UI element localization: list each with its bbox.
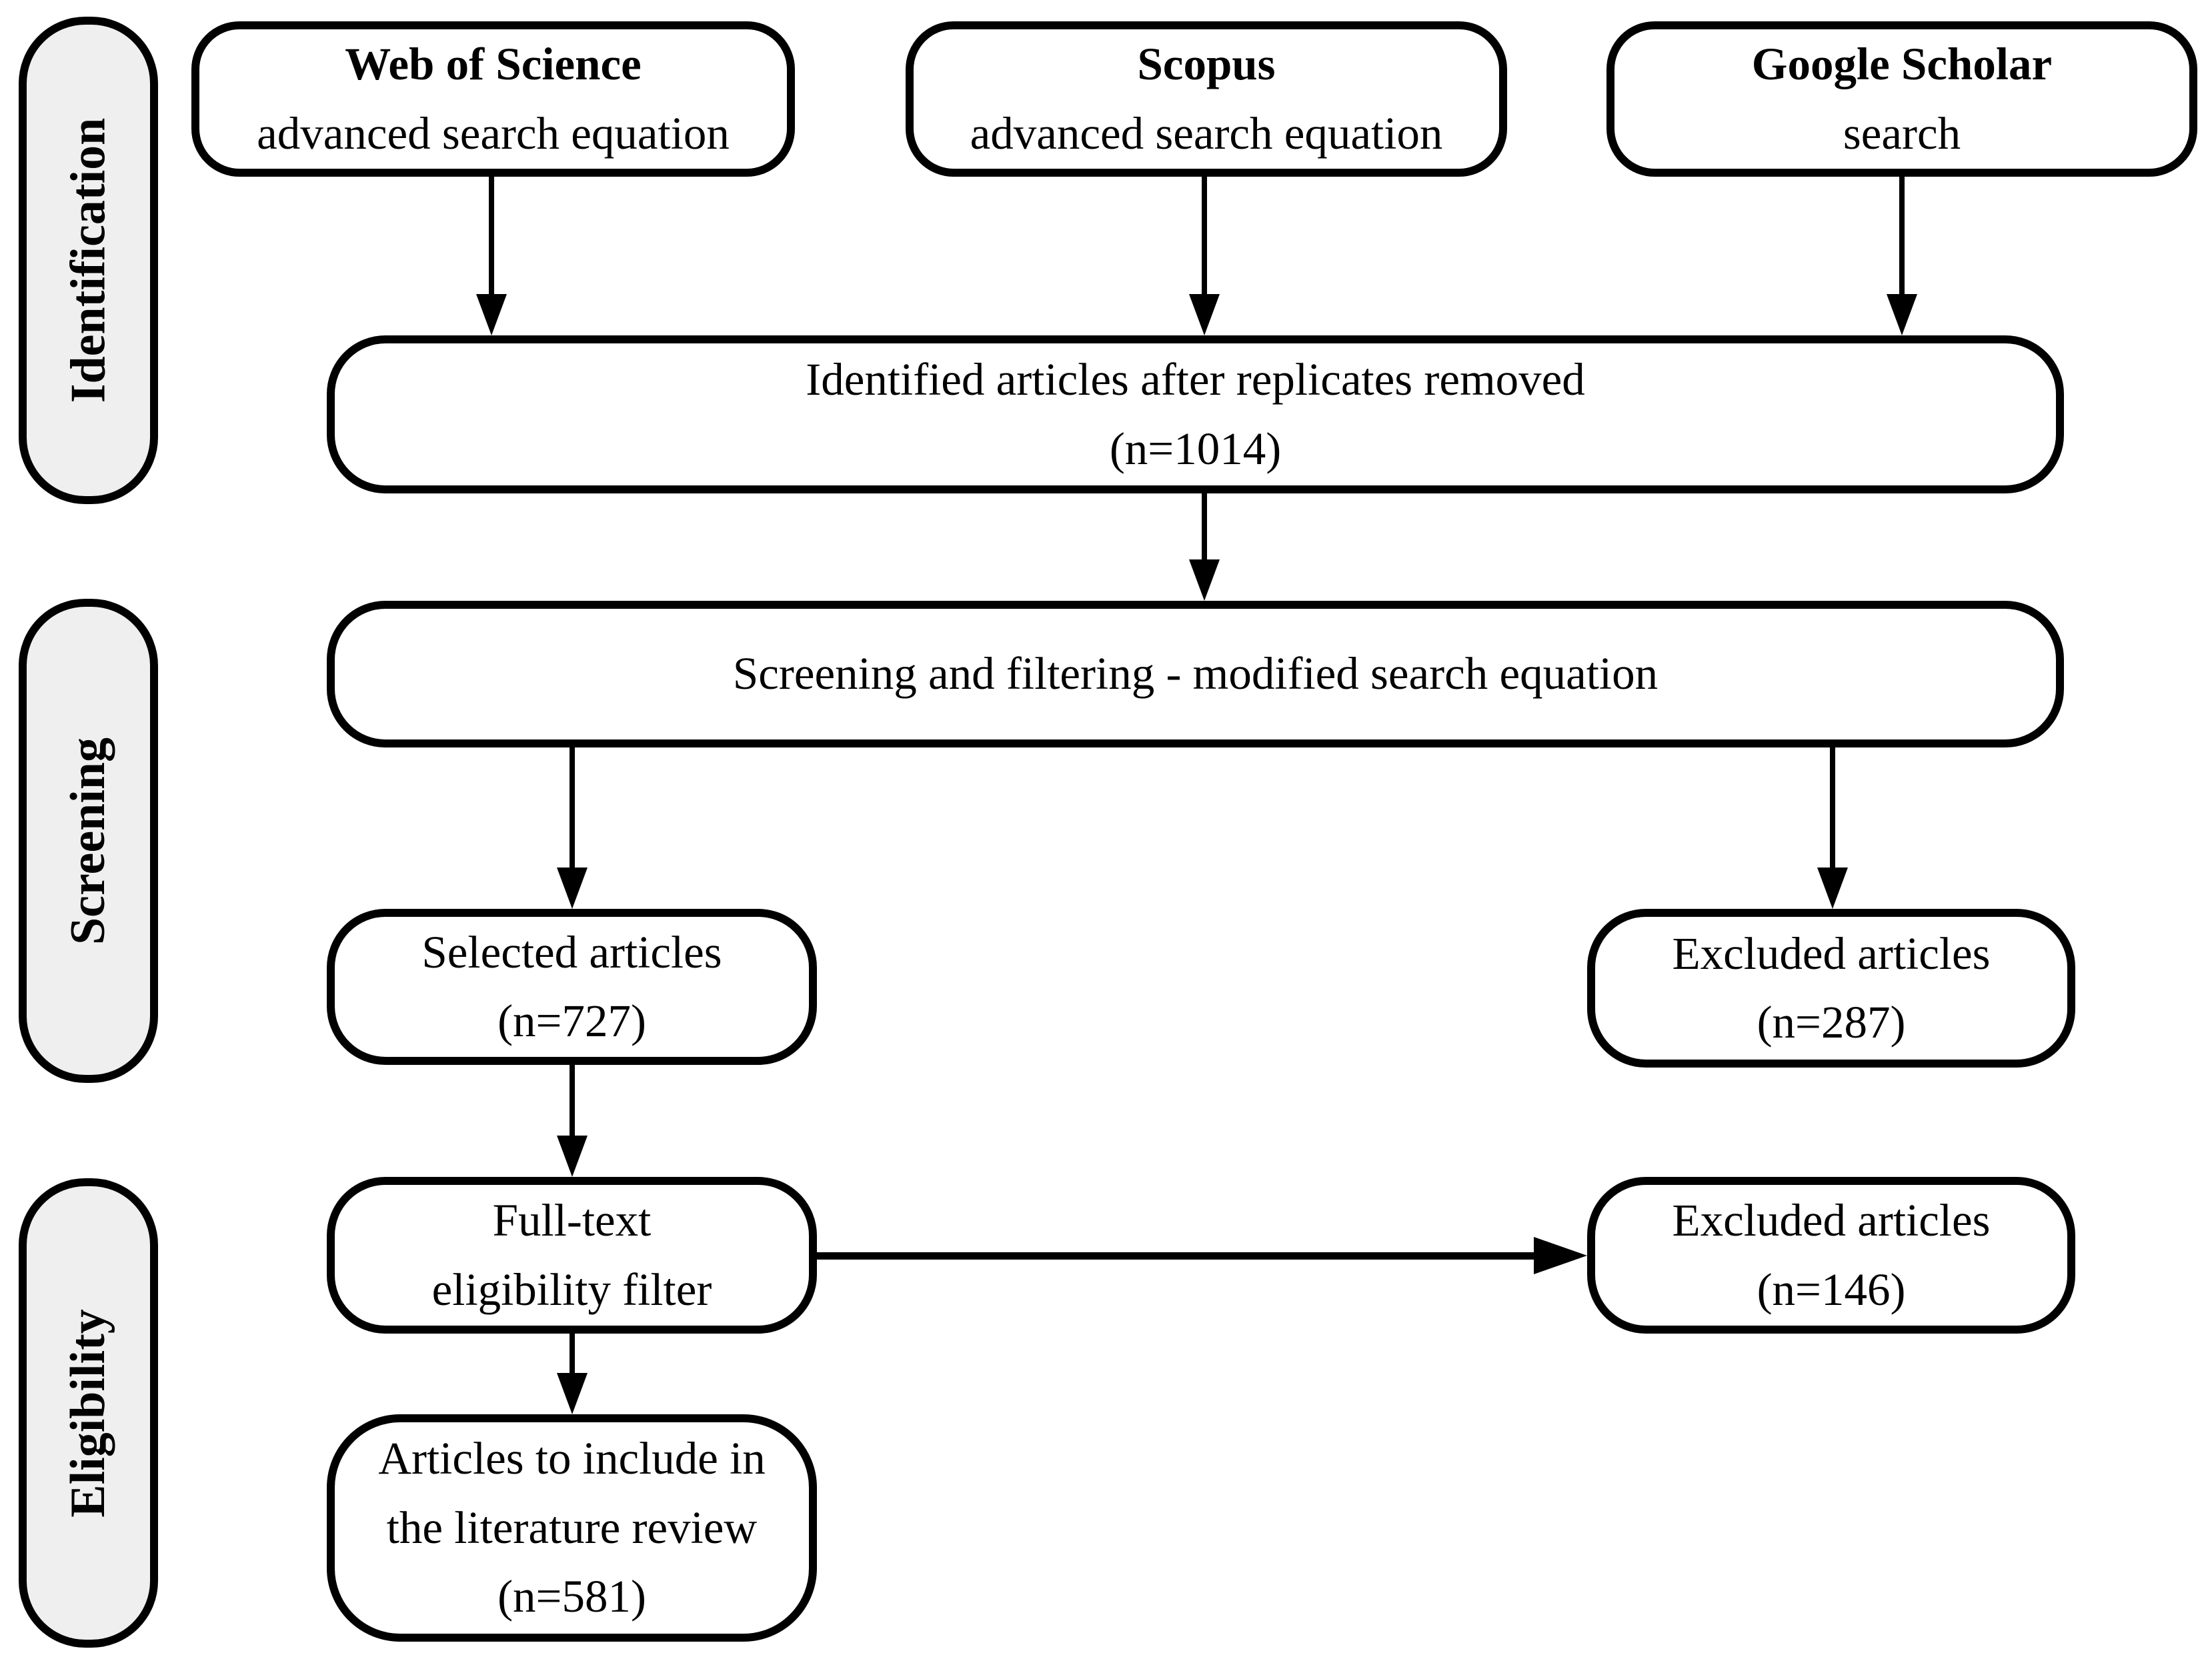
node-screening-filtering-text: Screening and filtering - modified searc… [732,648,1658,699]
source-web-of-science-title: Web of Science [345,39,642,89]
node-excluded-articles-screening: Excluded articles (n=287) [1587,909,2075,1068]
arrow-wos-to-identified-line [489,177,494,294]
source-scopus-subtitle: advanced search equation [970,107,1443,159]
stage-screening-label: Screening [61,737,116,945]
node-excluded-articles-screening-count: (n=287) [1757,997,1906,1048]
node-excluded-articles-fulltext-count: (n=146) [1757,1264,1906,1315]
arrow-screening-to-excluded-head [1817,868,1848,909]
node-selected-articles-count: (n=727) [497,996,646,1046]
node-identified-articles-text: Identified articles after replicates rem… [806,354,1585,405]
node-identified-articles: Identified articles after replicates rem… [327,335,2064,493]
source-scopus-title: Scopus [1137,39,1276,89]
node-selected-articles: Selected articles (n=727) [327,909,817,1065]
node-excluded-articles-screening-text: Excluded articles [1672,928,1991,979]
stage-identification-label: Identification [61,117,115,403]
node-screening-filtering: Screening and filtering - modified searc… [327,601,2064,747]
stage-eligibility: Eligibility [19,1178,158,1648]
arrow-fulltext-to-included-line [570,1334,575,1373]
arrow-fulltext-to-included-head [557,1373,588,1414]
arrow-fulltext-to-excluded-line [817,1252,1534,1260]
node-full-text-filter: Full-text eligibility filter [327,1177,817,1334]
source-box-web-of-science: Web of Science advanced search equation [191,21,795,177]
arrow-selected-to-fulltext-line [570,1065,575,1136]
node-included-articles-text1: Articles to include in [378,1433,766,1484]
node-included-articles-text2: the literature review [386,1502,758,1553]
arrow-gscholar-to-identified-line [1899,177,1905,294]
arrow-selected-to-fulltext-head [557,1136,588,1177]
arrow-wos-to-identified-head [476,294,507,335]
arrow-gscholar-to-identified-head [1887,294,1917,335]
arrow-screening-to-excluded-line [1830,745,1835,868]
node-excluded-articles-fulltext-text: Excluded articles [1672,1195,1991,1246]
arrow-scopus-to-identified-head [1189,294,1220,335]
node-full-text-filter-text1: Full-text [492,1195,652,1246]
arrow-screening-to-selected-line [570,745,575,868]
node-included-articles: Articles to include in the literature re… [327,1414,817,1642]
arrow-scopus-to-identified-line [1202,177,1207,294]
arrow-identified-to-screening-line [1202,493,1207,559]
arrow-identified-to-screening-head [1189,559,1220,601]
source-box-scopus: Scopus advanced search equation [906,21,1507,177]
node-selected-articles-text: Selected articles [421,926,722,978]
stage-identification: Identification [19,17,158,504]
stage-eligibility-label: Eligibility [61,1308,116,1518]
node-identified-articles-count: (n=1014) [1109,423,1282,474]
arrow-fulltext-to-excluded-head [1534,1237,1587,1274]
source-box-google-scholar: Google Scholar search [1606,21,2197,177]
node-included-articles-count: (n=581) [497,1571,646,1622]
source-web-of-science-subtitle: advanced search equation [257,107,730,159]
node-full-text-filter-text2: eligibility filter [431,1264,712,1315]
source-google-scholar-subtitle: search [1843,107,1961,159]
node-excluded-articles-fulltext: Excluded articles (n=146) [1587,1177,2075,1334]
arrow-screening-to-selected-head [557,868,588,909]
stage-screening: Screening [19,599,158,1083]
source-google-scholar-title: Google Scholar [1751,39,2053,89]
